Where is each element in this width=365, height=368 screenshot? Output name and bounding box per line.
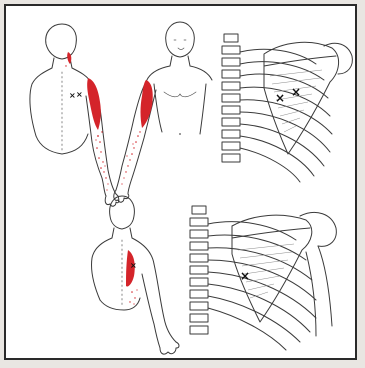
trigger-point-mark: × [130, 261, 137, 270]
trigger-point-mark: × [69, 91, 76, 100]
trigger-point-mark: × [291, 85, 301, 99]
upper-posterior-figure: × × [30, 24, 119, 206]
trigger-point-mark: × [240, 269, 250, 283]
figure-frame: × × [4, 4, 357, 360]
trigger-point-mark: × [275, 91, 285, 105]
upper-anterior-figure [114, 22, 212, 202]
trigger-point-mark: × [76, 90, 83, 99]
lower-scapula-illustration: × [190, 206, 336, 350]
trigger-point-diagram: × × [6, 6, 359, 362]
lower-posterior-figure: × [91, 196, 179, 354]
upper-scapula-illustration: × × [222, 34, 352, 182]
